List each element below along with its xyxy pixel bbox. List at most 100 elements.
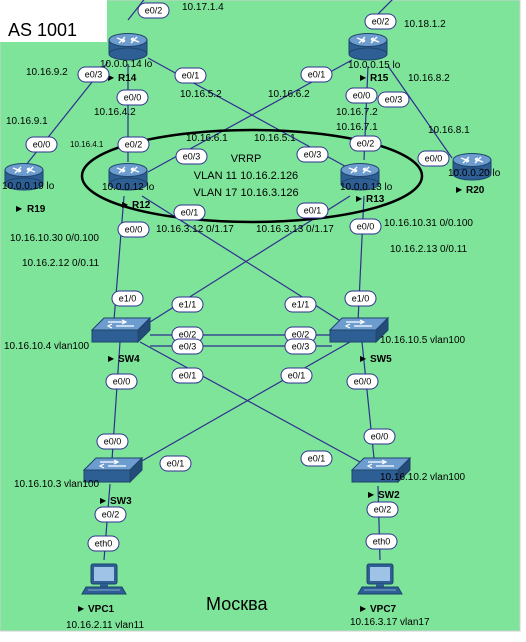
svg-text:e0/0: e0/0 — [124, 93, 142, 103]
svg-text:e0/1: e0/1 — [304, 206, 322, 216]
sw2-name: SW2 — [378, 490, 400, 501]
sw4-marker: ▶ — [108, 354, 115, 363]
svg-text:e0/2: e0/2 — [292, 330, 310, 340]
svg-text:e0/2: e0/2 — [125, 140, 143, 150]
switch-sw4[interactable]: 10.16.10.4 vlan100 ▶ SW4 — [4, 317, 151, 365]
if-sw5-e01: e0/1 — [280, 367, 313, 384]
link-r15-r20 — [387, 65, 453, 159]
svg-text:e1/1: e1/1 — [292, 300, 310, 310]
switch-sw2[interactable]: 10.16.10.2 vlan100 ▶ SW2 — [351, 457, 466, 501]
switch-sw3[interactable]: 10.16.10.3 vlan100 ▶ SW3 — [14, 457, 143, 507]
area-background — [0, 0, 521, 632]
vrrp-title: VRRP — [231, 153, 262, 165]
if-sw4-e10: e1/0 — [111, 290, 144, 307]
pc-vpc1[interactable]: ▶ VPC1 10.16.2.11 vlan11 — [66, 563, 144, 631]
addr-10-16-6-2: 10.16.6.2 — [268, 89, 310, 100]
if-sw5-e03: e0/3 — [284, 338, 317, 355]
svg-text:e0/2: e0/2 — [179, 330, 197, 340]
if-r12-e03: e0/3 — [175, 148, 208, 165]
link-sw4-sw2 — [139, 341, 361, 463]
router-r15[interactable]: 10.0.0.15 lo ▶ R15 — [348, 32, 401, 85]
if-r12-e01: e0/1 — [173, 204, 206, 221]
addr-r13-sub11: 10.16.2.13 0/0.11 — [390, 244, 468, 255]
svg-text:eth0: eth0 — [95, 539, 113, 549]
r20-marker: ▶ — [456, 185, 463, 194]
r14-loopback: 10.0.0.14 lo — [100, 59, 153, 70]
addr-r12-sub17: 10.16.3.12 0/1.17 — [156, 224, 234, 235]
if-r12-e02: e0/2 — [117, 136, 150, 153]
if-r14-e03: e0/3 — [77, 66, 110, 83]
switch-sw5[interactable]: 10.16.10.5 vlan100 ▶ SW5 — [329, 317, 466, 365]
sw3-marker: ▶ — [100, 496, 107, 505]
if-sw4-e00: e0/0 — [105, 373, 138, 390]
r19-loopback: 10.0.0.19 lo — [2, 181, 55, 192]
if-sw5-e10: e1/0 — [344, 290, 377, 307]
svg-text:e0/0: e0/0 — [353, 91, 371, 101]
svg-text:e0/2: e0/2 — [372, 17, 390, 27]
addr-10-16-8-2: 10.16.8.2 — [408, 73, 450, 84]
as-label: AS 1001 — [8, 20, 77, 40]
sw5-mgmt: 10.16.10.5 vlan100 — [380, 335, 466, 346]
vpc1-address: 10.16.2.11 vlan11 — [66, 620, 144, 631]
svg-text:e0/0: e0/0 — [125, 225, 143, 235]
r14-name: R14 — [118, 73, 137, 84]
r12-name: R12 — [132, 200, 151, 211]
if-sw3-e02: e0/2 — [94, 506, 127, 523]
as-label-box — [0, 0, 107, 42]
if-r14-e02: e0/2 — [137, 2, 170, 19]
r15-name: R15 — [370, 73, 389, 84]
r12-loopback: 10.0.0.12 lo — [102, 182, 155, 193]
sw3-name: SW3 — [110, 496, 132, 507]
svg-text:e0/1: e0/1 — [179, 371, 197, 381]
addr-10-16-4-2: 10.16.4.2 — [94, 107, 136, 118]
addr-r13-sub17: 10.16.3.13 0/1.17 — [256, 224, 334, 235]
svg-text:eth0: eth0 — [373, 537, 391, 547]
addr-r12-sub11: 10.16.2.12 0/0.11 — [22, 258, 100, 269]
address-labels: 10.17.1.4 10.18.1.2 10.16.9.2 10.16.9.1 … — [6, 2, 473, 269]
if-sw3-e00: e0/0 — [96, 433, 129, 450]
if-sw4-e03: e0/3 — [171, 338, 204, 355]
if-vpc7-eth0: eth0 — [365, 533, 398, 550]
svg-text:e0/2: e0/2 — [374, 505, 392, 515]
svg-text:e0/1: e0/1 — [308, 70, 326, 80]
sw4-mgmt: 10.16.10.4 vlan100 — [4, 341, 90, 352]
svg-text:e0/3: e0/3 — [292, 342, 310, 352]
svg-text:e0/2: e0/2 — [102, 510, 120, 520]
addr-10-16-8-1: 10.16.8.1 — [428, 125, 470, 136]
r15-marker: ▶ — [360, 73, 367, 82]
if-r15-e01: e0/1 — [300, 66, 333, 83]
vpc7-marker: ▶ — [360, 604, 367, 613]
router-r13[interactable]: 10.0.0.13 lo ▶ R13 — [340, 162, 393, 206]
city-label: Москва — [206, 594, 268, 614]
addr-r13-sub100: 10.16.10.31 0/0.100 — [384, 218, 473, 229]
if-sw2-e02: e0/2 — [366, 501, 399, 518]
router-r20[interactable]: 10.0.0.20 lo ▶ R20 — [448, 152, 501, 197]
svg-text:e0/0: e0/0 — [425, 154, 443, 164]
r13-name: R13 — [366, 194, 385, 205]
sw5-marker: ▶ — [360, 354, 367, 363]
if-r19-e00: e0/0 — [25, 136, 58, 153]
if-r12-e00: e0/0 — [117, 221, 150, 238]
router-r14[interactable]: 10.0.0.14 lo ▶ R14 — [100, 32, 153, 85]
svg-text:e0/1: e0/1 — [288, 371, 306, 381]
svg-text:e1/1: e1/1 — [179, 300, 197, 310]
if-r14-e00: e0/0 — [116, 89, 149, 106]
if-r15-e02: e0/2 — [364, 13, 397, 30]
router-r12[interactable]: 10.0.0.12 lo ▶ R12 — [102, 162, 155, 212]
interface-labels: e0/2 e0/3 e0/1 e0/0 e0/2 e0/1 e0/0 e0/3 … — [25, 2, 450, 552]
if-sw5-e11: e1/1 — [284, 296, 317, 313]
if-r13-e03: e0/3 — [296, 146, 329, 163]
svg-text:e0/1: e0/1 — [181, 208, 199, 218]
svg-text:e0/0: e0/0 — [357, 222, 375, 232]
svg-text:e0/3: e0/3 — [385, 95, 403, 105]
router-r19[interactable]: 10.0.0.19 lo ▶ R19 — [2, 162, 55, 216]
vpc1-marker: ▶ — [78, 604, 85, 613]
pc-vpc7[interactable]: ▶ VPC7 10.16.3.17 vlan17 — [350, 563, 430, 628]
link-sw5-sw3 — [139, 341, 351, 463]
if-sw4-e11: e1/1 — [171, 296, 204, 313]
vpc7-name: VPC7 — [370, 604, 397, 615]
svg-text:e0/1: e0/1 — [308, 454, 326, 464]
svg-text:e0/1: e0/1 — [167, 459, 185, 469]
